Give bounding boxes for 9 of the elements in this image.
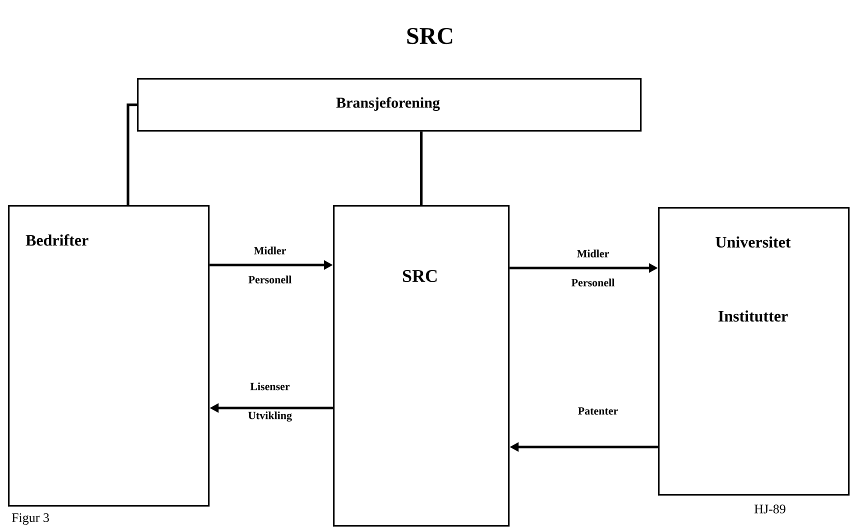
edge-label: Midler Personell [248,246,292,284]
edge-label: Lisenser Utvikling [248,382,292,422]
edge-label: Patenter [578,407,618,415]
box: Bedrifter [8,205,210,507]
edge-label: Midler Personell [572,250,615,286]
box: Universitet Institutter [658,207,850,496]
title: SRC [407,28,452,44]
box: Bransjeforening [137,78,642,132]
box: SRC [333,205,510,527]
